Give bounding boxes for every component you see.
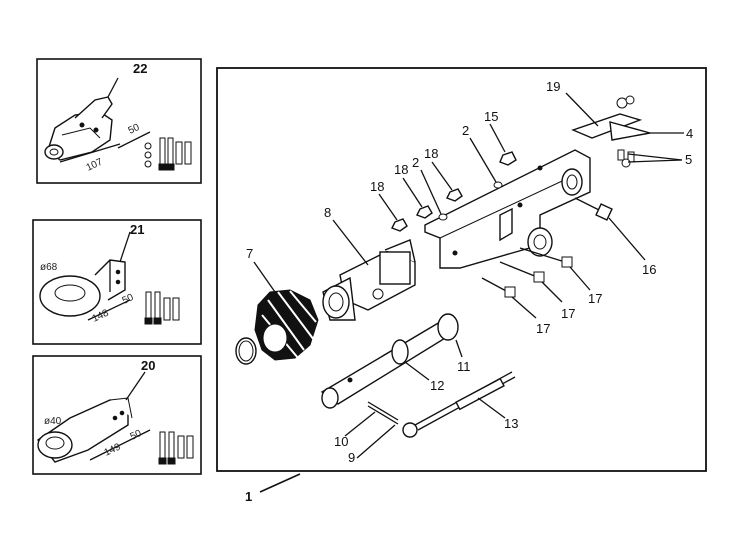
part-8-housing[interactable]: 8 xyxy=(322,205,416,321)
label-18c: 18 xyxy=(370,179,384,194)
dim-20-a: 50 xyxy=(129,428,144,443)
part-4-5-fittings[interactable]: 4 5 xyxy=(616,95,693,168)
part-2-washers[interactable]: 2 2 xyxy=(412,123,503,221)
label-17c: 17 xyxy=(536,321,550,336)
label-18a: 18 xyxy=(424,146,438,161)
label-13: 13 xyxy=(504,416,518,431)
label-21: 21 xyxy=(130,222,144,237)
part-17-bolts[interactable]: 17 17 17 xyxy=(481,247,602,336)
part-16-bolt[interactable]: 16 xyxy=(574,197,656,277)
label-16: 16 xyxy=(642,262,656,277)
label-7: 7 xyxy=(246,246,253,261)
part-18-nuts[interactable]: 18 18 18 xyxy=(370,146,463,232)
label-18b: 18 xyxy=(394,162,408,177)
label-2a: 2 xyxy=(462,123,469,138)
label-15: 15 xyxy=(484,109,498,124)
inset-22-coupling-head[interactable]: 22 50 107 xyxy=(36,58,202,184)
label-8: 8 xyxy=(324,205,331,220)
part-19-plate[interactable]: 19 xyxy=(546,79,651,141)
dim-21-a: 50 xyxy=(121,292,136,307)
label-12: 12 xyxy=(430,378,444,393)
inset-21-towing-eye[interactable]: 21 ø68 50 148 xyxy=(32,219,202,345)
label-1: 1 xyxy=(245,489,252,504)
assembly-label: 1 xyxy=(245,473,301,504)
dim-21-diameter: ø68 xyxy=(40,262,58,273)
part-13-rod[interactable]: 13 xyxy=(402,371,518,438)
label-10: 10 xyxy=(334,434,348,449)
label-5: 5 xyxy=(685,152,692,167)
label-17a: 17 xyxy=(588,291,602,306)
label-9: 9 xyxy=(348,450,355,465)
part-11-12-tube[interactable]: 11 12 xyxy=(320,313,471,409)
label-19: 19 xyxy=(546,79,560,94)
label-2b: 2 xyxy=(412,155,419,170)
part-9-10-pin[interactable]: 10 9 xyxy=(334,401,399,465)
main-frame-bracket[interactable] xyxy=(424,149,591,269)
label-11: 11 xyxy=(457,359,471,374)
label-17b: 17 xyxy=(561,306,575,321)
dim-20-diameter: ø40 xyxy=(44,416,62,427)
dim-22-a: 50 xyxy=(127,122,142,137)
part-15-nut[interactable]: 15 xyxy=(484,109,517,166)
circlip-ring[interactable] xyxy=(235,337,257,365)
label-20: 20 xyxy=(141,358,155,373)
inset-20-towing-eye[interactable]: 20 ø40 50 149 xyxy=(32,355,202,475)
label-22: 22 xyxy=(133,61,147,76)
part-7-rubber-spring[interactable]: 7 xyxy=(246,246,319,361)
label-4: 4 xyxy=(686,126,693,141)
